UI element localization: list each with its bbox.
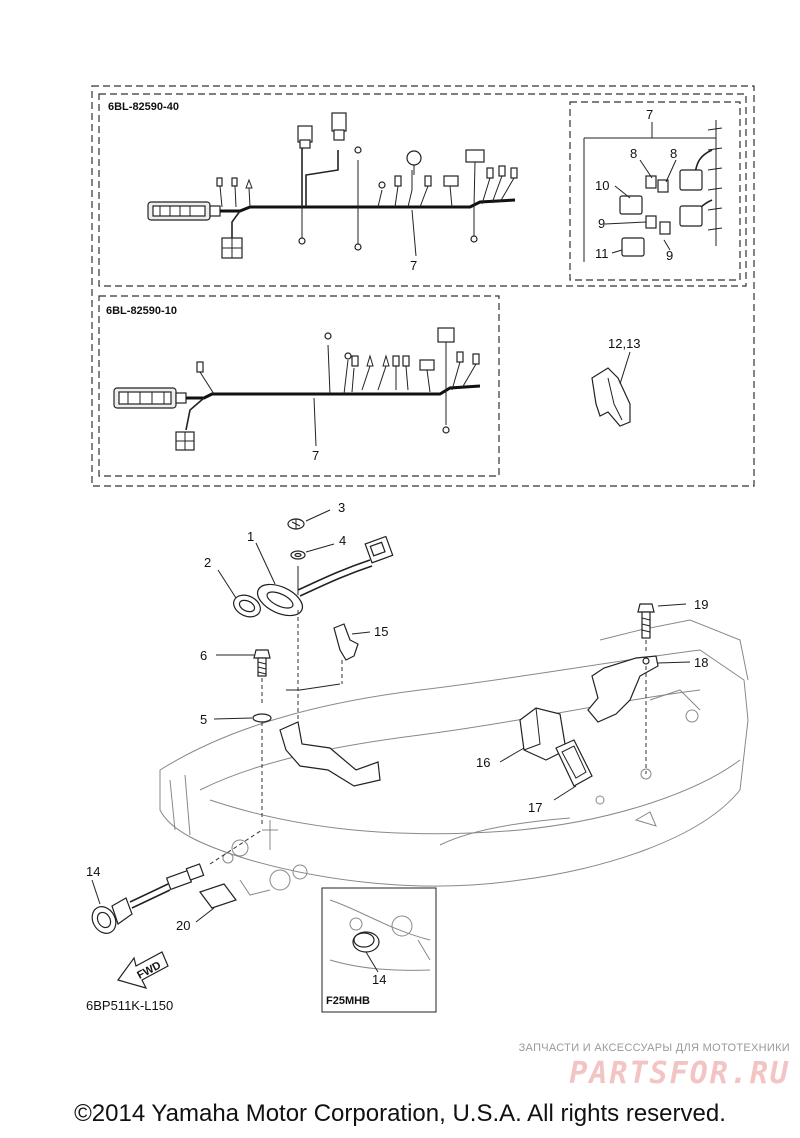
callout-16: 16	[476, 755, 490, 770]
callout-9a: 9	[598, 216, 605, 231]
clamp-part	[591, 351, 631, 427]
callout-10: 10	[595, 178, 609, 193]
holder-part	[333, 623, 371, 684]
callout-7-upper: 7	[410, 258, 417, 273]
callout-7-lower: 7	[312, 448, 319, 463]
inset-model-code: F25MHB	[326, 995, 370, 1007]
upper-dashed-frame	[98, 93, 747, 287]
callout-14: 14	[86, 864, 100, 879]
screw-part	[287, 509, 335, 560]
bracket-part	[587, 603, 691, 774]
callout-17: 17	[528, 800, 542, 815]
callout-3: 3	[338, 500, 345, 515]
rectifier-part	[499, 707, 593, 801]
callout-12-13: 12,13	[608, 336, 641, 351]
lower-assembly-code: 6BL-82590-10	[106, 305, 177, 317]
callout-6: 6	[200, 648, 207, 663]
copyright-notice: ©2014 Yamaha Motor Corporation, U.S.A. A…	[74, 1100, 726, 1127]
connector-detail-frame	[569, 101, 741, 281]
fwd-arrow-label: FWD	[135, 959, 163, 981]
callout-19: 19	[694, 597, 708, 612]
lower-cowling	[159, 619, 749, 896]
watermark-logo: PARTSFOR.RU	[569, 1056, 790, 1091]
callout-4: 4	[339, 533, 346, 548]
drawing-code: 6BP511K-L150	[86, 998, 173, 1013]
callout-8b: 8	[670, 146, 677, 161]
callout-18: 18	[694, 655, 708, 670]
callout-11: 11	[595, 246, 609, 261]
upper-assembly-code: 6BL-82590-40	[108, 101, 179, 113]
callout-8a: 8	[630, 146, 637, 161]
switch-part	[91, 829, 263, 934]
callout-2: 2	[204, 555, 211, 570]
callout-9b: 9	[666, 248, 673, 263]
outer-dashed-frame	[91, 85, 755, 487]
callout-7-inset: 7	[646, 107, 653, 122]
inset-detail	[321, 887, 437, 1013]
upper-wiring-harness	[147, 112, 518, 259]
callout-14-inset: 14	[372, 972, 386, 987]
connector-detail	[583, 120, 723, 262]
callout-20: 20	[176, 918, 190, 933]
bolt-bracket-part	[213, 610, 381, 825]
grommet-part	[217, 535, 394, 618]
callout-5: 5	[200, 712, 207, 727]
callout-15: 15	[374, 624, 388, 639]
lower-wiring-harness	[113, 327, 481, 451]
fwd-arrow-icon: FWD	[117, 951, 169, 989]
callout-1: 1	[247, 529, 254, 544]
lower-dashed-frame	[98, 295, 500, 477]
watermark-tagline: ЗАПЧАСТИ И АКСЕССУАРЫ ДЛЯ МОТОТЕХНИКИ	[518, 1042, 790, 1054]
